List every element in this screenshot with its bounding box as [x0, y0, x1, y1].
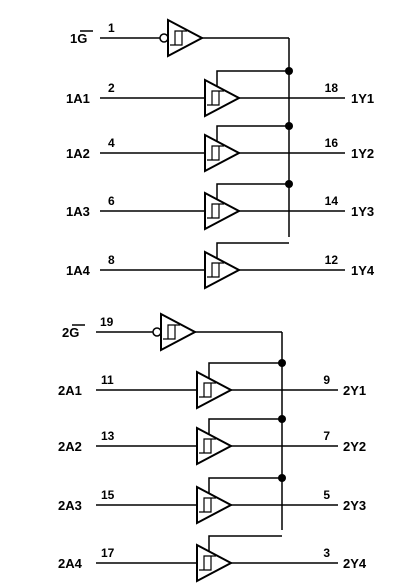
input-label: 2A2 [58, 439, 82, 454]
output-pin-number: 14 [325, 194, 339, 208]
input-label: 2A4 [58, 556, 83, 571]
enable-buffer [160, 312, 198, 352]
input-label: 1A1 [66, 91, 90, 106]
buffer [204, 191, 242, 231]
output-label: 1Y1 [351, 91, 374, 106]
input-label: 1A4 [66, 263, 91, 278]
output-label: 2Y3 [343, 498, 366, 513]
inversion-bubble [152, 327, 162, 337]
schmitt-hysteresis-icon [207, 262, 224, 278]
output-pin-number: 5 [323, 488, 330, 502]
input-pin-number: 15 [101, 488, 115, 502]
buffer [204, 133, 242, 173]
enable-label: 1G [70, 31, 87, 46]
input-pin-number: 13 [101, 429, 115, 443]
input-pin-number: 8 [108, 253, 115, 267]
junction-dot [278, 359, 286, 367]
junction-dot [285, 180, 293, 188]
buffer [196, 543, 234, 583]
group-1: 1G 1 1A1 2 18 1Y1 1A2 4 16 1Y2 1A3 6 14 1Y3 1A4 8 12 1Y4 [66, 18, 375, 290]
buffer [204, 78, 242, 118]
enable-control-wire [216, 242, 289, 259]
output-pin-number: 18 [325, 81, 339, 95]
input-label: 2A3 [58, 498, 82, 513]
schmitt-hysteresis-icon [207, 90, 224, 106]
schmitt-hysteresis-icon [199, 438, 216, 454]
output-label: 2Y2 [343, 439, 366, 454]
junction-dot [285, 122, 293, 130]
output-pin-number: 9 [323, 373, 330, 387]
enable-label: 2G [62, 325, 79, 340]
enable-buffer [167, 18, 205, 58]
output-pin-number: 16 [325, 136, 339, 150]
enable-control-wire [208, 418, 282, 435]
schmitt-hysteresis-icon [163, 324, 180, 340]
schmitt-hysteresis-icon [199, 497, 216, 513]
junction-dot [285, 67, 293, 75]
output-label: 2Y4 [343, 556, 367, 571]
enable-control-wire [216, 125, 289, 142]
enable-control-wire [208, 362, 282, 379]
output-label: 1Y4 [351, 263, 375, 278]
enable-control-wire [208, 535, 282, 552]
input-pin-number: 17 [101, 546, 115, 560]
input-pin-number: 4 [108, 136, 115, 150]
output-pin-number: 3 [323, 546, 330, 560]
enable-control-wire [216, 70, 289, 87]
enable-control-wire [216, 183, 289, 200]
schmitt-hysteresis-icon [207, 145, 224, 161]
inversion-bubble [159, 33, 169, 43]
input-label: 1A3 [66, 204, 90, 219]
buffer [204, 250, 242, 290]
schmitt-hysteresis-icon [199, 555, 216, 571]
input-label: 2A1 [58, 383, 82, 398]
output-pin-number: 7 [323, 429, 330, 443]
enable-pin-number: 19 [100, 315, 114, 329]
buffer [196, 426, 234, 466]
schmitt-hysteresis-icon [170, 30, 187, 46]
schmitt-hysteresis-icon [207, 203, 224, 219]
input-pin-number: 6 [108, 194, 115, 208]
group-2: 2G 19 2A1 11 9 2Y1 2A2 13 7 2Y2 2A3 15 5 2Y3 2A4 17 3 2Y4 [58, 312, 367, 583]
output-label: 2Y1 [343, 383, 366, 398]
input-pin-number: 2 [108, 81, 115, 95]
enable-pin-number: 1 [108, 21, 115, 35]
input-pin-number: 11 [101, 373, 114, 387]
buffer [196, 485, 234, 525]
output-label: 1Y2 [351, 146, 374, 161]
junction-dot [278, 415, 286, 423]
schmitt-hysteresis-icon [199, 382, 216, 398]
input-label: 1A2 [66, 146, 90, 161]
enable-control-wire [208, 477, 282, 494]
junction-dot [278, 474, 286, 482]
buffer [196, 370, 234, 410]
output-pin-number: 12 [325, 253, 339, 267]
output-label: 1Y3 [351, 204, 374, 219]
